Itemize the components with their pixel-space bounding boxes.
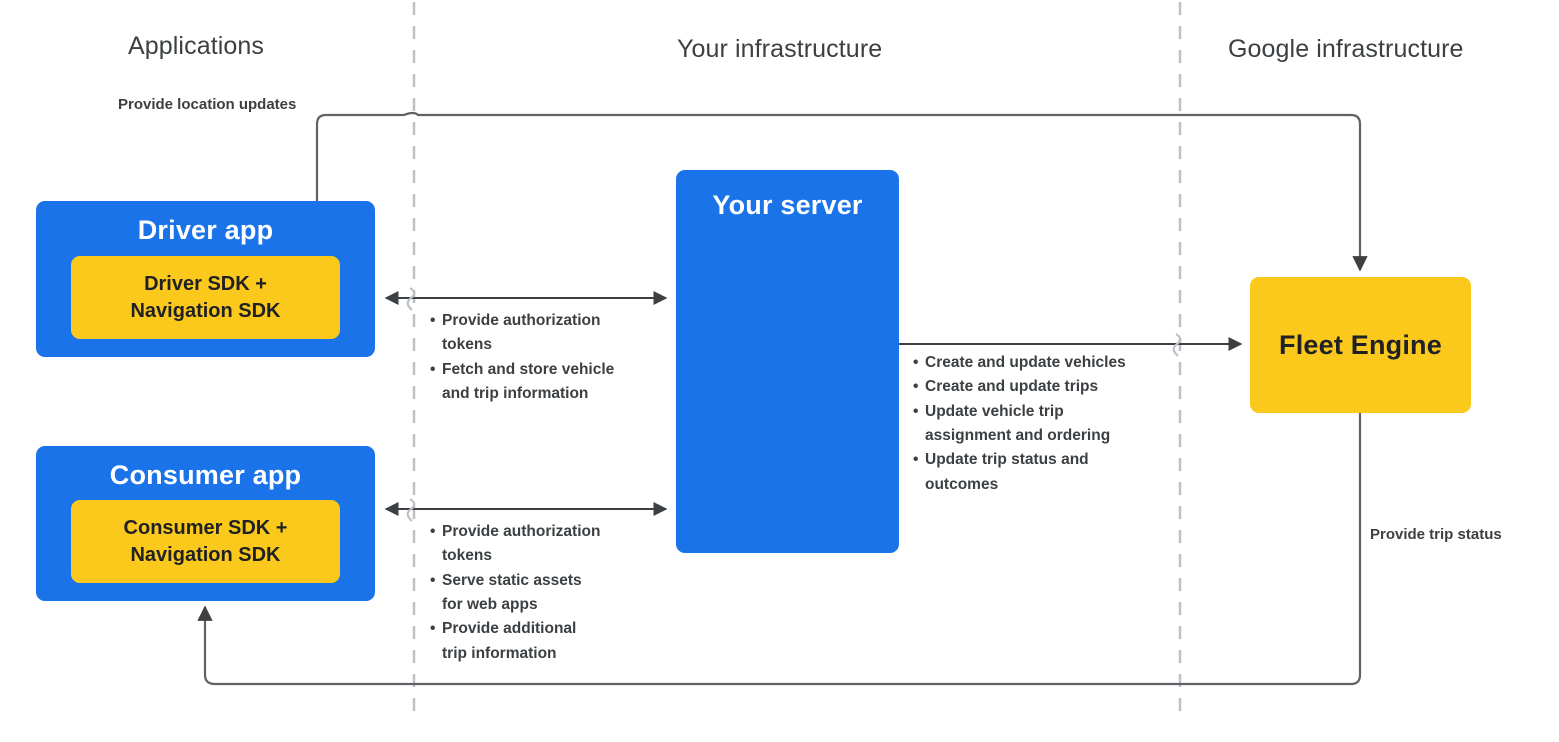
edge-label-location-updates: Provide location updates [118,96,297,113]
node-your-server[interactable]: Your server [676,170,899,553]
node-driver-sdk[interactable]: Driver SDK + Navigation SDK [71,256,340,339]
edge-bullets-consumer-server: Provide authorization tokensServe static… [430,520,660,666]
list-item: Create and update vehicles [913,351,1163,376]
list-item: Update vehicle trip assignment and order… [913,400,1163,449]
consumer-app-title: Consumer app [109,460,302,490]
driver-sdk-label: Driver SDK + Navigation SDK [130,273,281,322]
list-item: Fetch and store vehicle and trip informa… [430,358,660,407]
node-driver-app[interactable]: Driver app Driver SDK + Navigation SDK [36,201,375,357]
lane-title-your-infrastructure: Your infrastructure [677,35,883,63]
driver-app-title: Driver app [137,215,274,245]
fleet-engine-title: Fleet Engine [1279,329,1442,360]
connector-consumer-server [384,498,668,522]
node-consumer-sdk[interactable]: Consumer SDK + Navigation SDK [71,500,340,583]
lane-title-google-infrastructure: Google infrastructure [1228,35,1464,63]
node-consumer-app[interactable]: Consumer app Consumer SDK + Navigation S… [36,446,375,601]
list-item: Update trip status and outcomes [913,448,1163,497]
lane-title-applications: Applications [128,32,265,60]
edge-bullets-server-fleet: Create and update vehiclesCreate and upd… [913,351,1163,497]
list-item: Provide additional trip information [430,617,660,666]
connector-driver-server [384,287,668,311]
list-item: Provide authorization tokens [430,520,660,569]
edge-label-trip-status: Provide trip status [1370,526,1502,543]
edge-bullets-driver-server: Provide authorization tokensFetch and st… [430,309,660,406]
list-item: Create and update trips [913,375,1163,400]
your-server-title: Your server [712,190,863,220]
list-item: Provide authorization tokens [430,309,660,358]
consumer-sdk-label: Consumer SDK + Navigation SDK [123,517,288,566]
list-item: Serve static assets for web apps [430,569,660,618]
node-fleet-engine[interactable]: Fleet Engine [1250,277,1471,413]
